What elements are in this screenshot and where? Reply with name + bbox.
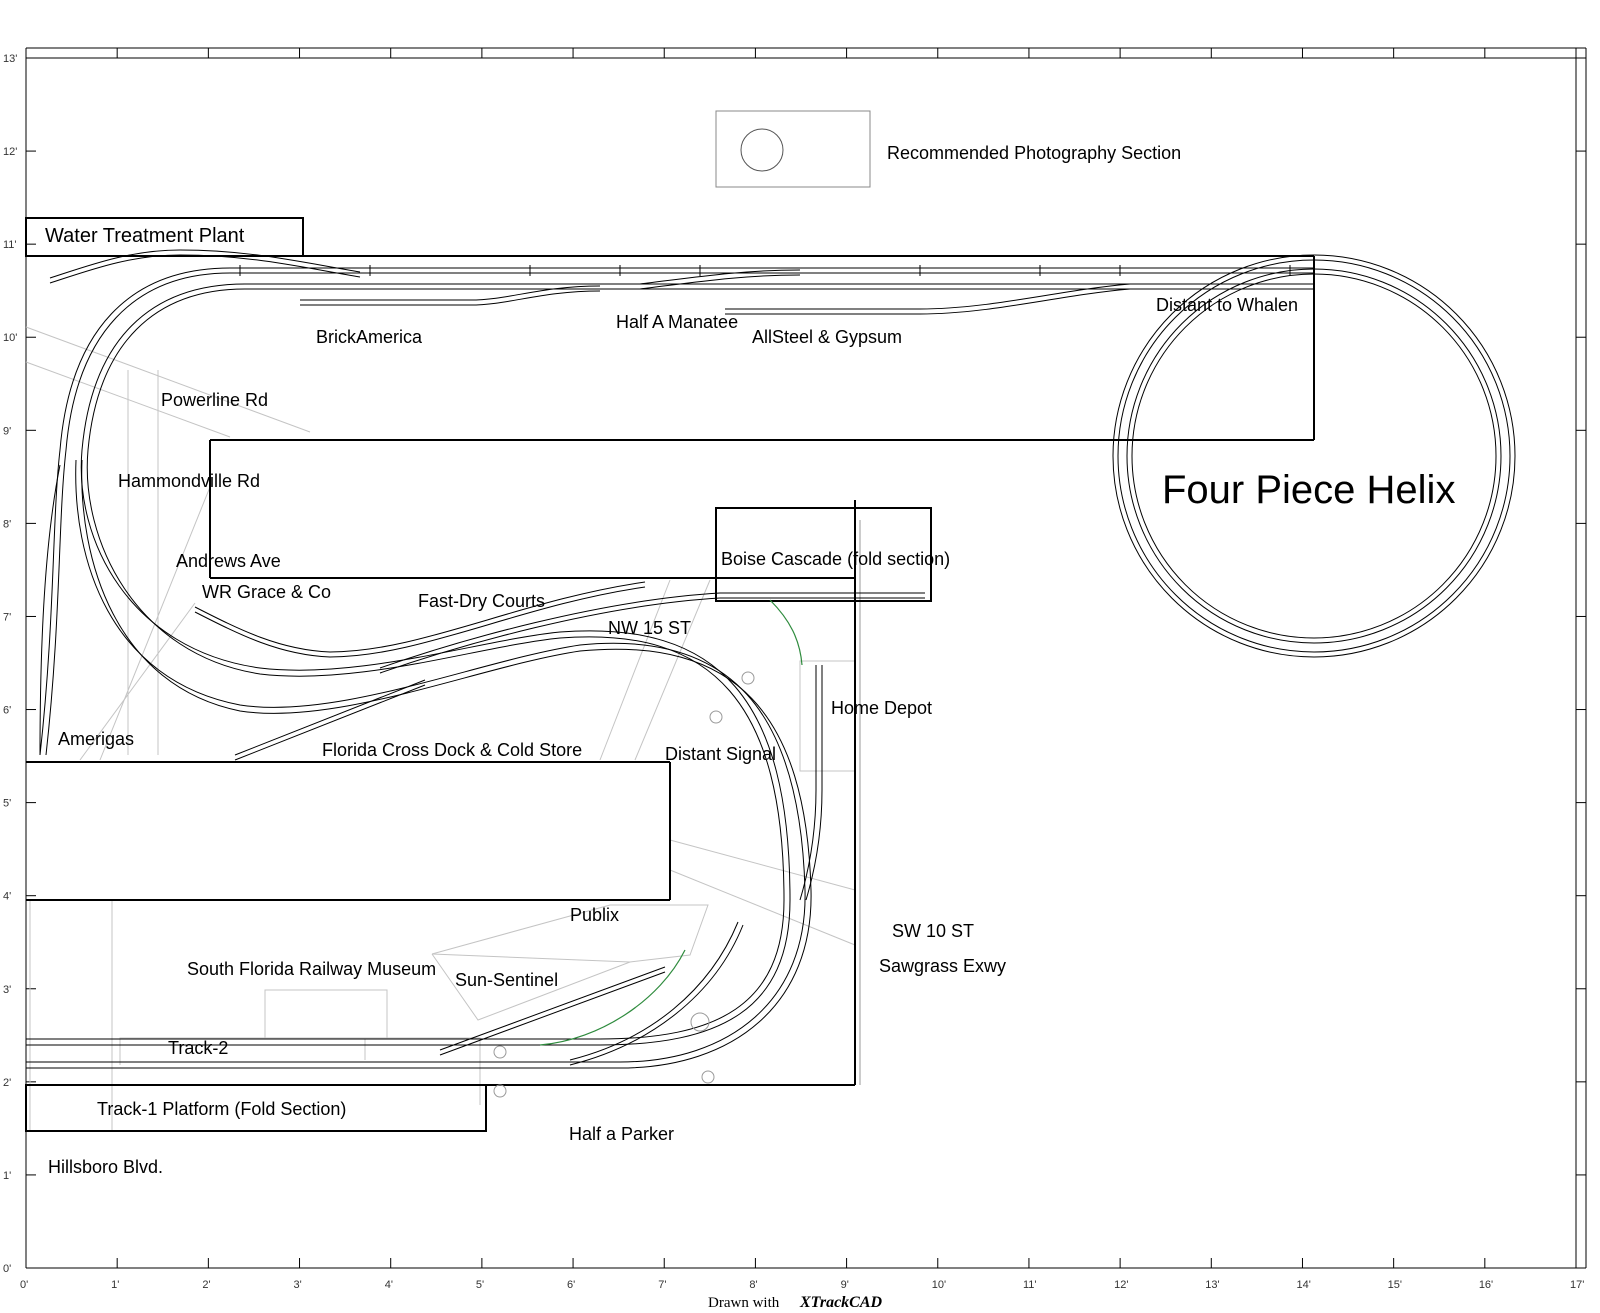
y-tick-label: 11' <box>3 239 17 251</box>
diagram-labels: Recommended Photography Section Water Tr… <box>45 143 1455 1177</box>
y-tick-label: 13' <box>3 53 17 65</box>
y-tick-label: 3' <box>3 984 11 996</box>
x-tick-label: 11' <box>1023 1279 1037 1291</box>
x-tick-label: 14' <box>1296 1279 1310 1291</box>
y-tick-label: 1' <box>3 1170 11 1182</box>
label-allsteel: AllSteel & Gypsum <box>752 327 902 347</box>
y-tick-label: 0' <box>3 1263 11 1275</box>
y-tick-label: 6' <box>3 705 11 717</box>
y-tick-label: 5' <box>3 798 11 810</box>
y-tick-label: 10' <box>3 332 17 344</box>
label-publix: Publix <box>570 905 619 925</box>
label-fast-dry: Fast-Dry Courts <box>418 591 545 611</box>
x-tick-label: 15' <box>1388 1279 1402 1291</box>
x-tick-label: 10' <box>932 1279 946 1291</box>
label-track2: Track-2 <box>168 1038 228 1058</box>
x-tick-label: 4' <box>385 1279 393 1291</box>
label-water-treatment: Water Treatment Plant <box>45 225 245 247</box>
x-tick-label: 7' <box>658 1279 666 1291</box>
label-sawgrass: Sawgrass Exwy <box>879 956 1006 976</box>
label-half-manatee: Half A Manatee <box>616 312 738 332</box>
label-florida-cross-dock: Florida Cross Dock & Cold Store <box>322 740 582 760</box>
label-powerline: Powerline Rd <box>161 390 268 410</box>
label-brickamerica: BrickAmerica <box>316 327 423 347</box>
scenery-lines <box>25 326 861 1130</box>
label-sw10: SW 10 ST <box>892 921 974 941</box>
label-sf-railway-museum: South Florida Railway Museum <box>187 959 436 979</box>
y-tick-label: 9' <box>3 425 11 437</box>
x-tick-label: 3' <box>294 1279 302 1291</box>
x-tick-label: 2' <box>202 1279 210 1291</box>
x-tick-label: 8' <box>749 1279 757 1291</box>
label-nw15: NW 15 ST <box>608 618 691 638</box>
label-hammondville: Hammondville Rd <box>118 471 260 491</box>
y-tick-label: 7' <box>3 611 11 623</box>
x-axis-tick-marks: 0' 1' 2' 3' 4' 5' 6' 7' 8' 9' 10' 11' 12' 13' 14' 15' 16… <box>20 48 1584 1291</box>
x-tick-label: 9' <box>841 1279 849 1291</box>
x-tick-label: 0' <box>20 1279 28 1291</box>
label-home-depot: Home Depot <box>831 698 932 718</box>
x-tick-label: 17' <box>1570 1279 1584 1291</box>
x-tick-label: 16' <box>1479 1279 1493 1291</box>
footer-credit: Drawn with XTrackCAD <box>708 1294 883 1311</box>
y-tick-label: 12' <box>3 146 17 158</box>
label-half-parker: Half a Parker <box>569 1124 674 1144</box>
y-tick-label: 4' <box>3 891 11 903</box>
x-tick-label: 6' <box>567 1279 575 1291</box>
label-track1-platform: Track-1 Platform (Fold Section) <box>97 1099 346 1119</box>
footer-brand: XTrackCAD <box>799 1294 883 1311</box>
y-axis-tick-marks: 0' 1' 2' 3' 4' 5' 6' 7' 8' 9' 10' 11' 12' 13' <box>3 53 1586 1275</box>
label-distant-whalen: Distant to Whalen <box>1156 295 1298 315</box>
y-tick-label: 8' <box>3 518 11 530</box>
x-tick-label: 1' <box>111 1279 119 1291</box>
label-wr-grace: WR Grace & Co <box>202 582 331 602</box>
x-tick-label: 12' <box>1114 1279 1128 1291</box>
x-tick-label: 5' <box>476 1279 484 1291</box>
y-tick-label: 2' <box>3 1077 11 1089</box>
label-distant-signal: Distant Signal <box>665 744 776 764</box>
label-photo-section: Recommended Photography Section <box>887 143 1181 163</box>
label-helix-title: Four Piece Helix <box>1162 468 1455 512</box>
label-sun-sentinel: Sun-Sentinel <box>455 970 558 990</box>
label-andrews: Andrews Ave <box>176 551 281 571</box>
footer-prefix: Drawn with <box>708 1295 780 1311</box>
track-work <box>26 249 1516 1098</box>
label-boise: Boise Cascade (fold section) <box>721 549 950 569</box>
label-hillsboro: Hillsboro Blvd. <box>48 1157 163 1177</box>
x-tick-label: 13' <box>1205 1279 1219 1291</box>
label-amerigas: Amerigas <box>58 729 134 749</box>
